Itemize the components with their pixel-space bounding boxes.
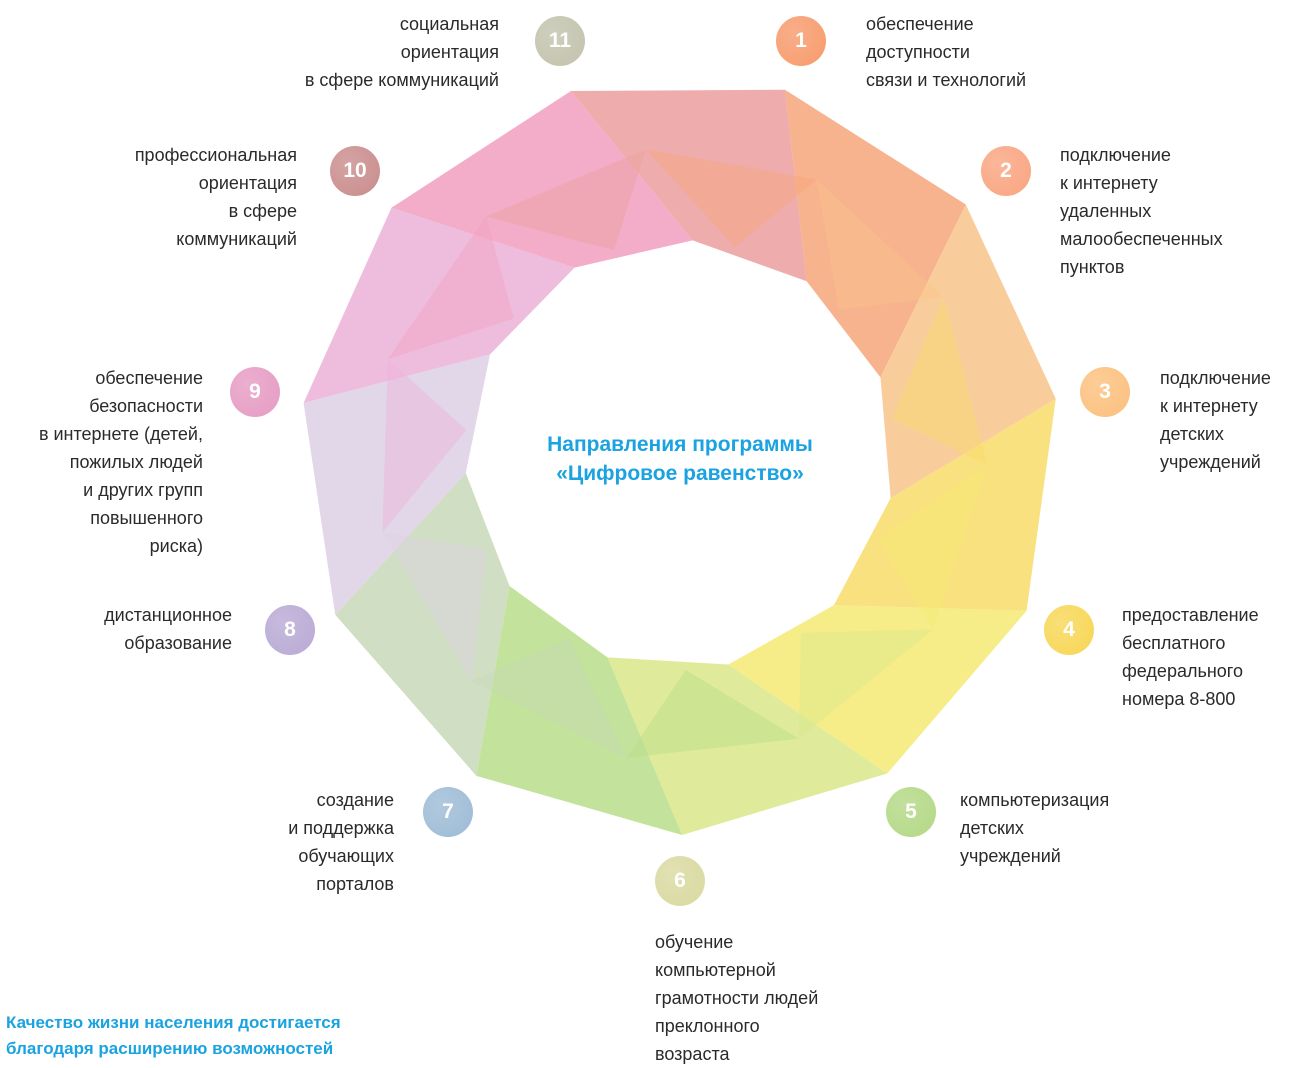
label-5-line-3: учреждений bbox=[960, 846, 1061, 866]
label-6: обучение компьютерной грамотности людей … bbox=[655, 928, 818, 1068]
wheel-facet-1 bbox=[816, 179, 944, 310]
wheel-facet-8 bbox=[382, 359, 467, 533]
label-11-line-3: в сфере коммуникаций bbox=[304, 70, 499, 90]
wheel-facet-11 bbox=[645, 149, 817, 248]
label-1-line-1: обеспечение bbox=[866, 14, 974, 34]
label-6-line-4: преклонного bbox=[655, 1016, 760, 1036]
label-3-line-4: учреждений bbox=[1160, 452, 1261, 472]
label-1: обеспечение доступности связи и технолог… bbox=[866, 10, 1026, 94]
wheel-facet-6 bbox=[471, 638, 627, 758]
label-4-line-2: бесплатного bbox=[1122, 633, 1226, 653]
label-6-line-3: грамотности людей bbox=[655, 988, 819, 1008]
label-5-line-2: детских bbox=[960, 818, 1024, 838]
label-5-line-1: компьютеризация bbox=[960, 790, 1110, 810]
badge-10: 10 bbox=[330, 146, 380, 196]
wheel-segment-4 bbox=[728, 605, 1027, 774]
label-11-line-1: социальная bbox=[399, 14, 499, 34]
label-3: подключение к интернету детских учрежден… bbox=[1160, 364, 1271, 476]
label-10-line-2: ориентация bbox=[198, 173, 297, 193]
label-7-line-3: обучающих bbox=[298, 846, 394, 866]
wheel-segment-6 bbox=[476, 586, 683, 835]
label-7-line-4: порталов bbox=[316, 874, 394, 894]
label-8-line-1: дистанционное bbox=[104, 605, 232, 625]
wheel-segment-3 bbox=[833, 398, 1056, 611]
center-title-line-1: Направления программы bbox=[547, 433, 813, 456]
label-10-line-1: профессиональная bbox=[134, 145, 297, 165]
wheel-segment-2 bbox=[880, 204, 1056, 499]
label-9-line-5: и других групп bbox=[83, 480, 203, 500]
label-5: компьютеризация детских учреждений bbox=[960, 786, 1109, 870]
label-9-line-4: пожилых людей bbox=[69, 452, 203, 472]
label-1-line-2: доступности bbox=[866, 42, 970, 62]
wheel-facet-3 bbox=[877, 464, 988, 630]
label-10-line-3: в сфере bbox=[228, 201, 297, 221]
footer-line-1: Качество жизни населения достигается bbox=[6, 1013, 341, 1032]
label-2-line-2: к интернету bbox=[1060, 173, 1158, 193]
badge-1: 1 bbox=[776, 16, 826, 66]
label-2-line-5: пунктов bbox=[1060, 257, 1125, 277]
label-4-line-3: федерального bbox=[1122, 661, 1243, 681]
label-6-line-5: возраста bbox=[655, 1044, 730, 1064]
label-11: социальная ориентация в сфере коммуникац… bbox=[305, 10, 499, 94]
label-8-line-2: образование bbox=[124, 633, 232, 653]
label-6-line-1: обучение bbox=[655, 932, 734, 952]
label-2: подключение к интернету удаленных малооб… bbox=[1060, 141, 1223, 281]
wheel-facet-10 bbox=[486, 149, 646, 251]
center-title-line-2: «Цифровое равенство» bbox=[556, 462, 804, 485]
wheel-facet-2 bbox=[891, 297, 988, 465]
wheel-segment-10 bbox=[391, 90, 693, 268]
label-3-line-3: детских bbox=[1160, 424, 1224, 444]
label-10-line-4: коммуникаций bbox=[176, 229, 297, 249]
badge-7: 7 bbox=[423, 787, 473, 837]
wheel-segment-1 bbox=[785, 89, 966, 378]
badge-5: 5 bbox=[886, 787, 936, 837]
badge-11: 11 bbox=[535, 16, 585, 66]
wheel-center bbox=[470, 245, 886, 660]
label-4-line-1: предоставление bbox=[1122, 605, 1259, 625]
label-11-line-2: ориентация bbox=[400, 42, 499, 62]
label-6-line-2: компьютерной bbox=[655, 960, 776, 980]
label-10: профессиональная ориентация в сфере комм… bbox=[135, 141, 297, 253]
label-9-line-1: обеспечение bbox=[95, 368, 203, 388]
badge-2: 2 bbox=[981, 146, 1031, 196]
wheel-segment-5 bbox=[607, 657, 888, 835]
footer-note: Качество жизни населения достигается бла… bbox=[6, 1010, 341, 1062]
label-2-line-4: малообеспеченных bbox=[1060, 229, 1223, 249]
wheel-segment-11 bbox=[570, 89, 807, 282]
label-9-line-7: риска) bbox=[149, 536, 203, 556]
label-9: обеспечение безопасности в интернете (де… bbox=[39, 364, 203, 560]
center-title: Направления программы «Цифровое равенств… bbox=[480, 430, 880, 488]
label-3-line-1: подключение bbox=[1160, 368, 1271, 388]
wheel-facet-9 bbox=[387, 216, 514, 360]
label-2-line-1: подключение bbox=[1060, 145, 1171, 165]
label-3-line-2: к интернету bbox=[1160, 396, 1258, 416]
badge-9: 9 bbox=[230, 367, 280, 417]
label-9-line-6: повышенного bbox=[90, 508, 203, 528]
label-8: дистанционное образование bbox=[104, 601, 232, 657]
badge-6: 6 bbox=[655, 856, 705, 906]
label-9-line-2: безопасности bbox=[89, 396, 203, 416]
label-7: создание и поддержка обучающих порталов bbox=[288, 786, 394, 898]
badge-4: 4 bbox=[1044, 605, 1094, 655]
badge-8: 8 bbox=[265, 605, 315, 655]
wheel-segment-8 bbox=[303, 354, 491, 615]
label-2-line-3: удаленных bbox=[1060, 201, 1152, 221]
label-9-line-3: в интернете (детей, bbox=[38, 424, 203, 444]
label-7-line-1: создание bbox=[316, 790, 394, 810]
label-1-line-3: связи и технологий bbox=[866, 70, 1027, 90]
footer-line-2: благодаря расширению возможностей bbox=[6, 1039, 334, 1058]
label-7-line-2: и поддержка bbox=[288, 818, 394, 838]
wheel-segment-7 bbox=[335, 473, 510, 776]
wheel-segment-9 bbox=[303, 207, 575, 404]
label-4-line-4: номера 8-800 bbox=[1122, 689, 1236, 709]
wheel-facet-5 bbox=[626, 669, 799, 758]
badge-3: 3 bbox=[1080, 367, 1130, 417]
wheel-facet-4 bbox=[798, 629, 934, 739]
label-4: предоставление бесплатного федерального … bbox=[1122, 601, 1259, 713]
wheel-facet-7 bbox=[382, 532, 487, 681]
